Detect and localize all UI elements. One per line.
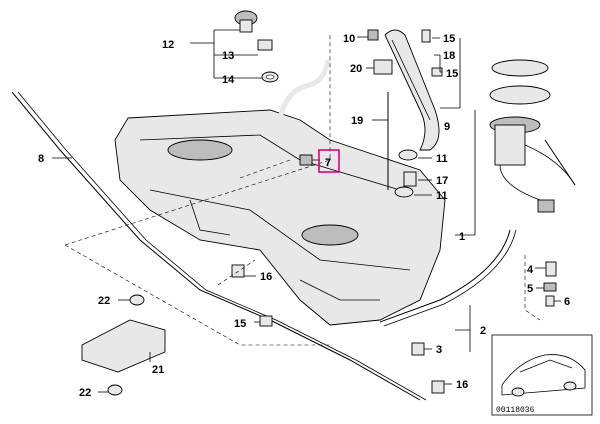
vehicle-reference-thumbnail: 00118036 (491, 334, 593, 416)
callout-18[interactable]: 18 (443, 50, 455, 62)
tank-strap[interactable] (379, 229, 517, 327)
callout-22-lower[interactable]: 22 (79, 387, 91, 399)
grommet-22[interactable] (107, 294, 145, 396)
callout-4[interactable]: 4 (527, 264, 534, 276)
leader-lines (52, 29, 561, 393)
callout-19[interactable]: 19 (351, 115, 363, 127)
highlight-box-7 (318, 149, 340, 173)
callout-5[interactable]: 5 (527, 283, 533, 295)
seal-ring-14[interactable] (261, 71, 279, 83)
callout-15-top[interactable]: 15 (443, 33, 455, 45)
callout-22-upper[interactable]: 22 (98, 295, 110, 307)
callout-11-lower[interactable]: 11 (436, 190, 448, 202)
fuel-tank[interactable] (114, 109, 446, 326)
screw-15[interactable] (421, 29, 443, 77)
callout-6[interactable]: 6 (564, 296, 570, 308)
heat-shield[interactable] (81, 319, 166, 373)
callout-20[interactable]: 20 (350, 63, 362, 75)
callout-8[interactable]: 8 (38, 153, 44, 165)
filler-cap[interactable] (234, 10, 258, 33)
callout-7[interactable]: 7 (325, 157, 331, 169)
callout-17[interactable]: 17 (436, 175, 448, 187)
callout-21[interactable]: 21 (152, 364, 164, 376)
nut-10[interactable] (367, 29, 379, 41)
clip-3[interactable] (411, 342, 425, 356)
filler-pipe[interactable] (384, 29, 440, 151)
callout-14[interactable]: 14 (222, 74, 235, 86)
clip-13[interactable] (257, 39, 273, 51)
callout-12[interactable]: 12 (162, 39, 174, 51)
clip-16[interactable] (231, 264, 445, 394)
callout-2[interactable]: 2 (480, 325, 486, 337)
callout-13[interactable]: 13 (222, 50, 234, 62)
reference-id: 00118036 (496, 406, 535, 415)
callout-9[interactable]: 9 (444, 121, 450, 133)
hose-clamp-11[interactable] (394, 149, 418, 198)
callout-3[interactable]: 3 (436, 344, 442, 356)
breather-hose[interactable] (277, 59, 331, 121)
bracket-4-5-6[interactable] (543, 261, 557, 307)
callout-15-lower[interactable]: 15 (234, 318, 246, 330)
callout-16-lower[interactable]: 16 (456, 379, 468, 391)
callout-16-upper[interactable]: 16 (260, 271, 272, 283)
bracket-20[interactable] (373, 59, 393, 75)
fuel-sending-unit[interactable] (489, 59, 576, 213)
fuel-line-8[interactable] (11, 91, 427, 401)
nut-7[interactable] (299, 154, 313, 166)
callout-11-upper[interactable]: 11 (436, 153, 448, 165)
callout-1[interactable]: 1 (459, 231, 465, 243)
callout-15-mid[interactable]: 15 (446, 68, 458, 80)
clip-15-lower[interactable] (259, 315, 273, 327)
callout-10[interactable]: 10 (343, 33, 355, 45)
sleeve-17[interactable] (403, 171, 417, 187)
